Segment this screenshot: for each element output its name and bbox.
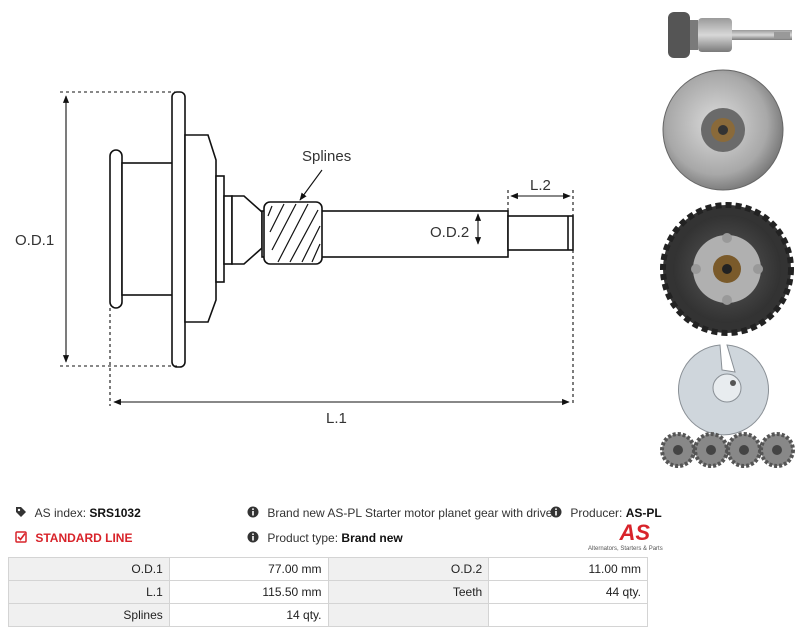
info-icon — [247, 506, 259, 518]
photo-plate-view — [678, 344, 769, 436]
info-icon — [550, 506, 562, 518]
as-index: AS index: SRS1032 — [15, 506, 141, 520]
label-l1: L.1 — [326, 410, 347, 427]
spec-value: 115.50 mm — [168, 580, 329, 604]
technical-drawing: O.D.1 O.D.2 L.1 L.2 Splines — [15, 12, 795, 468]
spec-key: Teeth — [327, 580, 490, 604]
dimension-lines — [60, 91, 574, 406]
tag-icon — [16, 507, 26, 517]
description-text: Brand new AS-PL Starter motor planet gea… — [267, 506, 553, 520]
spec-key — [327, 603, 490, 627]
table-row: L.1 115.50 mm Teeth 44 qty. — [8, 580, 648, 604]
spec-key: Splines — [8, 603, 170, 627]
standard-line-label: STANDARD LINE — [35, 531, 133, 545]
photo-front-view — [662, 69, 784, 191]
standard-line: STANDARD LINE — [15, 531, 132, 545]
spec-table: O.D.1 77.00 mm O.D.2 11.00 mm L.1 115.50… — [8, 557, 648, 627]
spline-marks — [267, 203, 321, 263]
check-square-icon — [15, 531, 27, 543]
product-type: Product type: Brand new — [247, 531, 403, 545]
info-icon — [247, 531, 259, 543]
label-splines: Splines — [302, 148, 351, 165]
spec-key: O.D.1 — [8, 557, 170, 581]
logo-tagline: Alternators, Starters & Parts — [588, 546, 663, 552]
spec-value: 44 qty. — [488, 580, 648, 604]
producer: Producer: AS-PL — [550, 506, 662, 520]
product-type-value: Brand new — [341, 531, 403, 545]
spec-key: O.D.2 — [327, 557, 490, 581]
table-row: Splines 14 qty. — [8, 603, 648, 627]
spec-value: 11.00 mm — [488, 557, 648, 581]
photo-planet-gears — [660, 432, 795, 468]
brand-logo: AS Alternators, Starters & Parts — [588, 520, 663, 552]
logo-mark: AS — [619, 520, 650, 545]
photo-gear-view — [660, 202, 794, 336]
spec-value — [488, 603, 648, 627]
product-type-label: Product type: — [267, 531, 339, 545]
label-l2: L.2 — [530, 177, 551, 194]
label-od1: O.D.1 — [15, 232, 54, 249]
spec-value: 77.00 mm — [168, 557, 329, 581]
as-index-value: SRS1032 — [89, 506, 141, 520]
description: Brand new AS-PL Starter motor planet gea… — [247, 506, 552, 520]
producer-label: Producer: — [570, 506, 623, 520]
as-index-label: AS index: — [34, 506, 87, 520]
table-row: O.D.1 77.00 mm O.D.2 11.00 mm — [8, 557, 648, 581]
producer-value: AS-PL — [625, 506, 662, 520]
part-outline — [109, 91, 574, 368]
photo-side-view — [668, 12, 792, 58]
label-od2: O.D.2 — [430, 224, 469, 241]
spec-value: 14 qty. — [168, 603, 329, 627]
spec-key: L.1 — [8, 580, 170, 604]
